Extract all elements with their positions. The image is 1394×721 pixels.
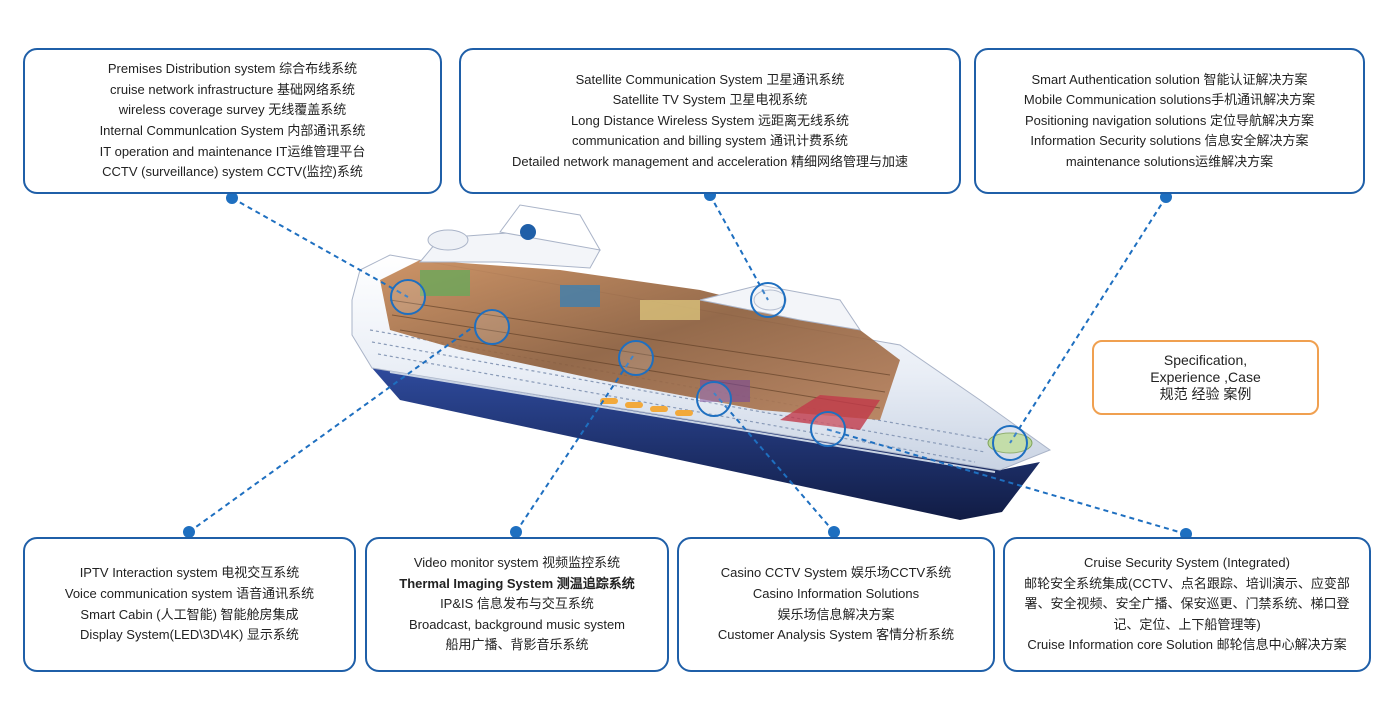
connector-dot-3 <box>1160 191 1172 203</box>
ship-marker-circle-4 <box>696 381 732 417</box>
connector-line-3 <box>1009 196 1167 444</box>
connector-dot-4 <box>183 526 195 538</box>
video-line-2: Thermal Imaging System 测温追踪系统 <box>399 575 635 591</box>
premises-line-4: Internal Communlcation System 内部通讯系统 <box>99 123 366 138</box>
premises-distribution-box: Premises Distribution system 综合布线系统 cruis… <box>23 48 442 194</box>
spec-line-2: Experience ,Case <box>1150 369 1261 385</box>
ship-lower-hull <box>372 368 1040 520</box>
spec-line-1: Specification, <box>1163 352 1248 368</box>
connector-line-1 <box>231 197 409 298</box>
connector-line-2 <box>709 194 769 301</box>
premises-line-5: IT operation and maintenance IT运维管理平台 <box>99 143 366 159</box>
premises-line-6: CCTV (surveillance) system CCTV(监控)系统 <box>102 164 363 180</box>
smart-auth-line-3: Positioning navigation solutions 定位导航解决方… <box>1024 112 1314 128</box>
casino-line-4: Customer Analysis System 客情分析系统 <box>717 627 955 643</box>
connector-line-5 <box>515 355 634 533</box>
satellite-line-3: Long Distance Wireless System 远距离无线系统 <box>570 112 850 128</box>
security-line-1: Cruise Security System (Integrated) <box>1084 555 1290 571</box>
iptv-interaction-box: IPTV Interaction system 电视交互系统 Voice comm… <box>23 537 356 672</box>
smart-auth-line-5: maintenance solutions运维解决方案 <box>1065 153 1274 169</box>
iptv-line-4: Display System(LED\3D\4K) 显示系统 <box>80 627 299 643</box>
connector-line-6 <box>713 392 835 533</box>
satellite-line-5: Detailed network management and accelera… <box>512 153 908 169</box>
satellite-line-2: Satellite TV System 卫星电视系统 <box>612 92 808 108</box>
iptv-line-2: Voice communication system 语音通讯系统 <box>64 585 315 601</box>
casino-cctv-box: Casino CCTV System 娱乐场CCTV系统 Casino Infor… <box>677 537 995 672</box>
ship-marker-circle-2 <box>474 309 510 345</box>
spec-line-3: 规范 经验 案例 <box>1159 386 1252 402</box>
connector-dot-5 <box>510 526 522 538</box>
ship-marker-circle-5 <box>810 411 846 447</box>
connector-dot-6 <box>828 526 840 538</box>
casino-line-3: 娱乐场信息解决方案 <box>777 606 895 622</box>
smart-auth-line-1: Smart Authentication solution 智能认证解决方案 <box>1031 71 1308 87</box>
video-line-3: IP&IS 信息发布与交互系统 <box>440 596 594 612</box>
premises-line-1: Premises Distribution system 综合布线系统 <box>107 61 358 77</box>
video-line-5: 船用广播、背影音乐系统 <box>445 637 589 653</box>
smart-auth-line-2: Mobile Communication solutions手机通讯解决方案 <box>1023 92 1316 108</box>
security-line-3: Cruise Information core Solution 邮轮信息中心解… <box>1027 637 1347 653</box>
video-monitor-box: Video monitor system 视频监控系统 Thermal Imagi… <box>365 537 669 672</box>
premises-line-3: wireless coverage survey 无线覆盖系统 <box>118 102 347 118</box>
smart-authentication-box: Smart Authentication solution 智能认证解决方案 Mo… <box>974 48 1365 194</box>
security-line-2: 邮轮安全系统集成(CCTV、点名跟踪、培训演示、应变部署、安全视频、安全广播、保… <box>1024 575 1350 632</box>
casino-line-1: Casino CCTV System 娱乐场CCTV系统 <box>720 565 952 581</box>
video-line-4: Broadcast, background music system <box>408 616 626 632</box>
ship-marker-circle-1 <box>390 279 426 315</box>
iptv-line-1: IPTV Interaction system 电视交互系统 <box>79 565 300 581</box>
satellite-line-1: Satellite Communication System 卫星通讯系统 <box>575 71 845 87</box>
connector-line-4 <box>188 326 474 533</box>
connector-dot-1 <box>226 192 238 204</box>
video-line-1: Video monitor system 视频监控系统 <box>413 555 621 571</box>
casino-line-2: Casino Information Solutions <box>752 585 920 601</box>
ship-marker-circle-7 <box>992 425 1028 461</box>
ship-marker-circle-6 <box>750 282 786 318</box>
satellite-line-4: communication and billing system 通讯计费系统 <box>572 133 848 149</box>
smart-auth-line-4: Information Security solutions 信息安全解决方案 <box>1030 133 1309 149</box>
ship-interior-cutaway <box>380 260 900 420</box>
ship-marker-circle-3 <box>618 340 654 376</box>
iptv-line-3: Smart Cabin (人工智能) 智能舱房集成 <box>80 606 299 622</box>
satellite-communication-box: Satellite Communication System 卫星通讯系统 Sat… <box>459 48 961 194</box>
premises-line-2: cruise network infrastructure 基础网络系统 <box>110 81 355 97</box>
cruise-security-box: Cruise Security System (Integrated) 邮轮安全系… <box>1003 537 1371 672</box>
